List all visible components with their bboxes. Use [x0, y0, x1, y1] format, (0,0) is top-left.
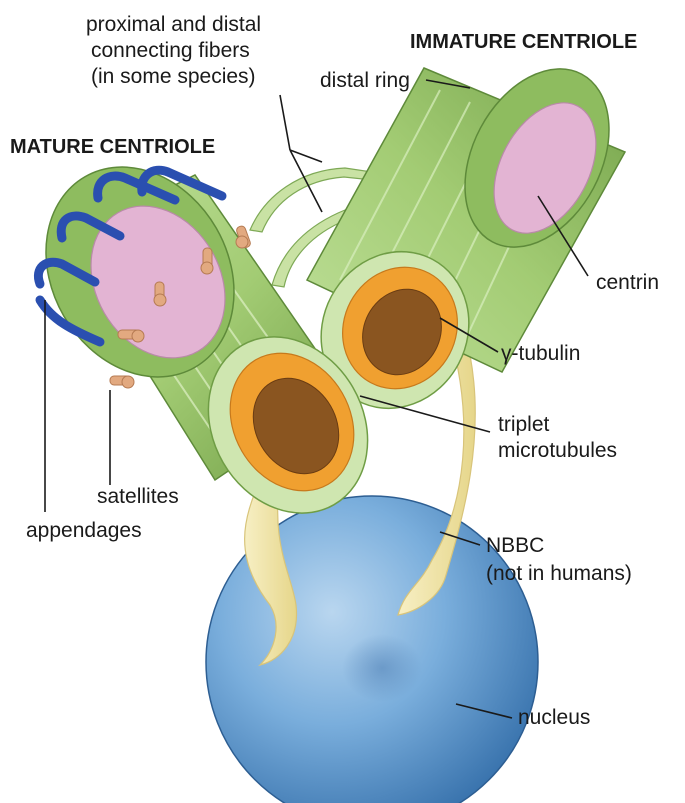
- mature-centriole-title: MATURE CENTRIOLE: [10, 136, 215, 158]
- satellite: [110, 376, 134, 388]
- centrin-label: centrin: [596, 271, 659, 294]
- fibers-label-line1: proximal and distal: [86, 13, 261, 36]
- fibers-label-line2: connecting fibers: [91, 39, 250, 62]
- immature-centriole-title: IMMATURE CENTRIOLE: [410, 31, 637, 53]
- nbbc-label-line1: NBBC: [486, 534, 544, 557]
- nucleus-label: nucleus: [518, 706, 590, 729]
- triplet-label-line2: microtubules: [498, 439, 617, 462]
- nbbc-label-line2: (not in humans): [486, 562, 632, 585]
- satellite: [201, 248, 213, 274]
- satellite: [154, 282, 166, 306]
- triplet-label-line1: triplet: [498, 413, 550, 436]
- fibers-label-line3: (in some species): [91, 65, 256, 88]
- satellites-label: satellites: [97, 485, 179, 508]
- gamma-tubulin-label: γ-tubulin: [501, 342, 580, 365]
- distal-ring-label: distal ring: [320, 69, 410, 92]
- appendages-label: appendages: [26, 519, 142, 542]
